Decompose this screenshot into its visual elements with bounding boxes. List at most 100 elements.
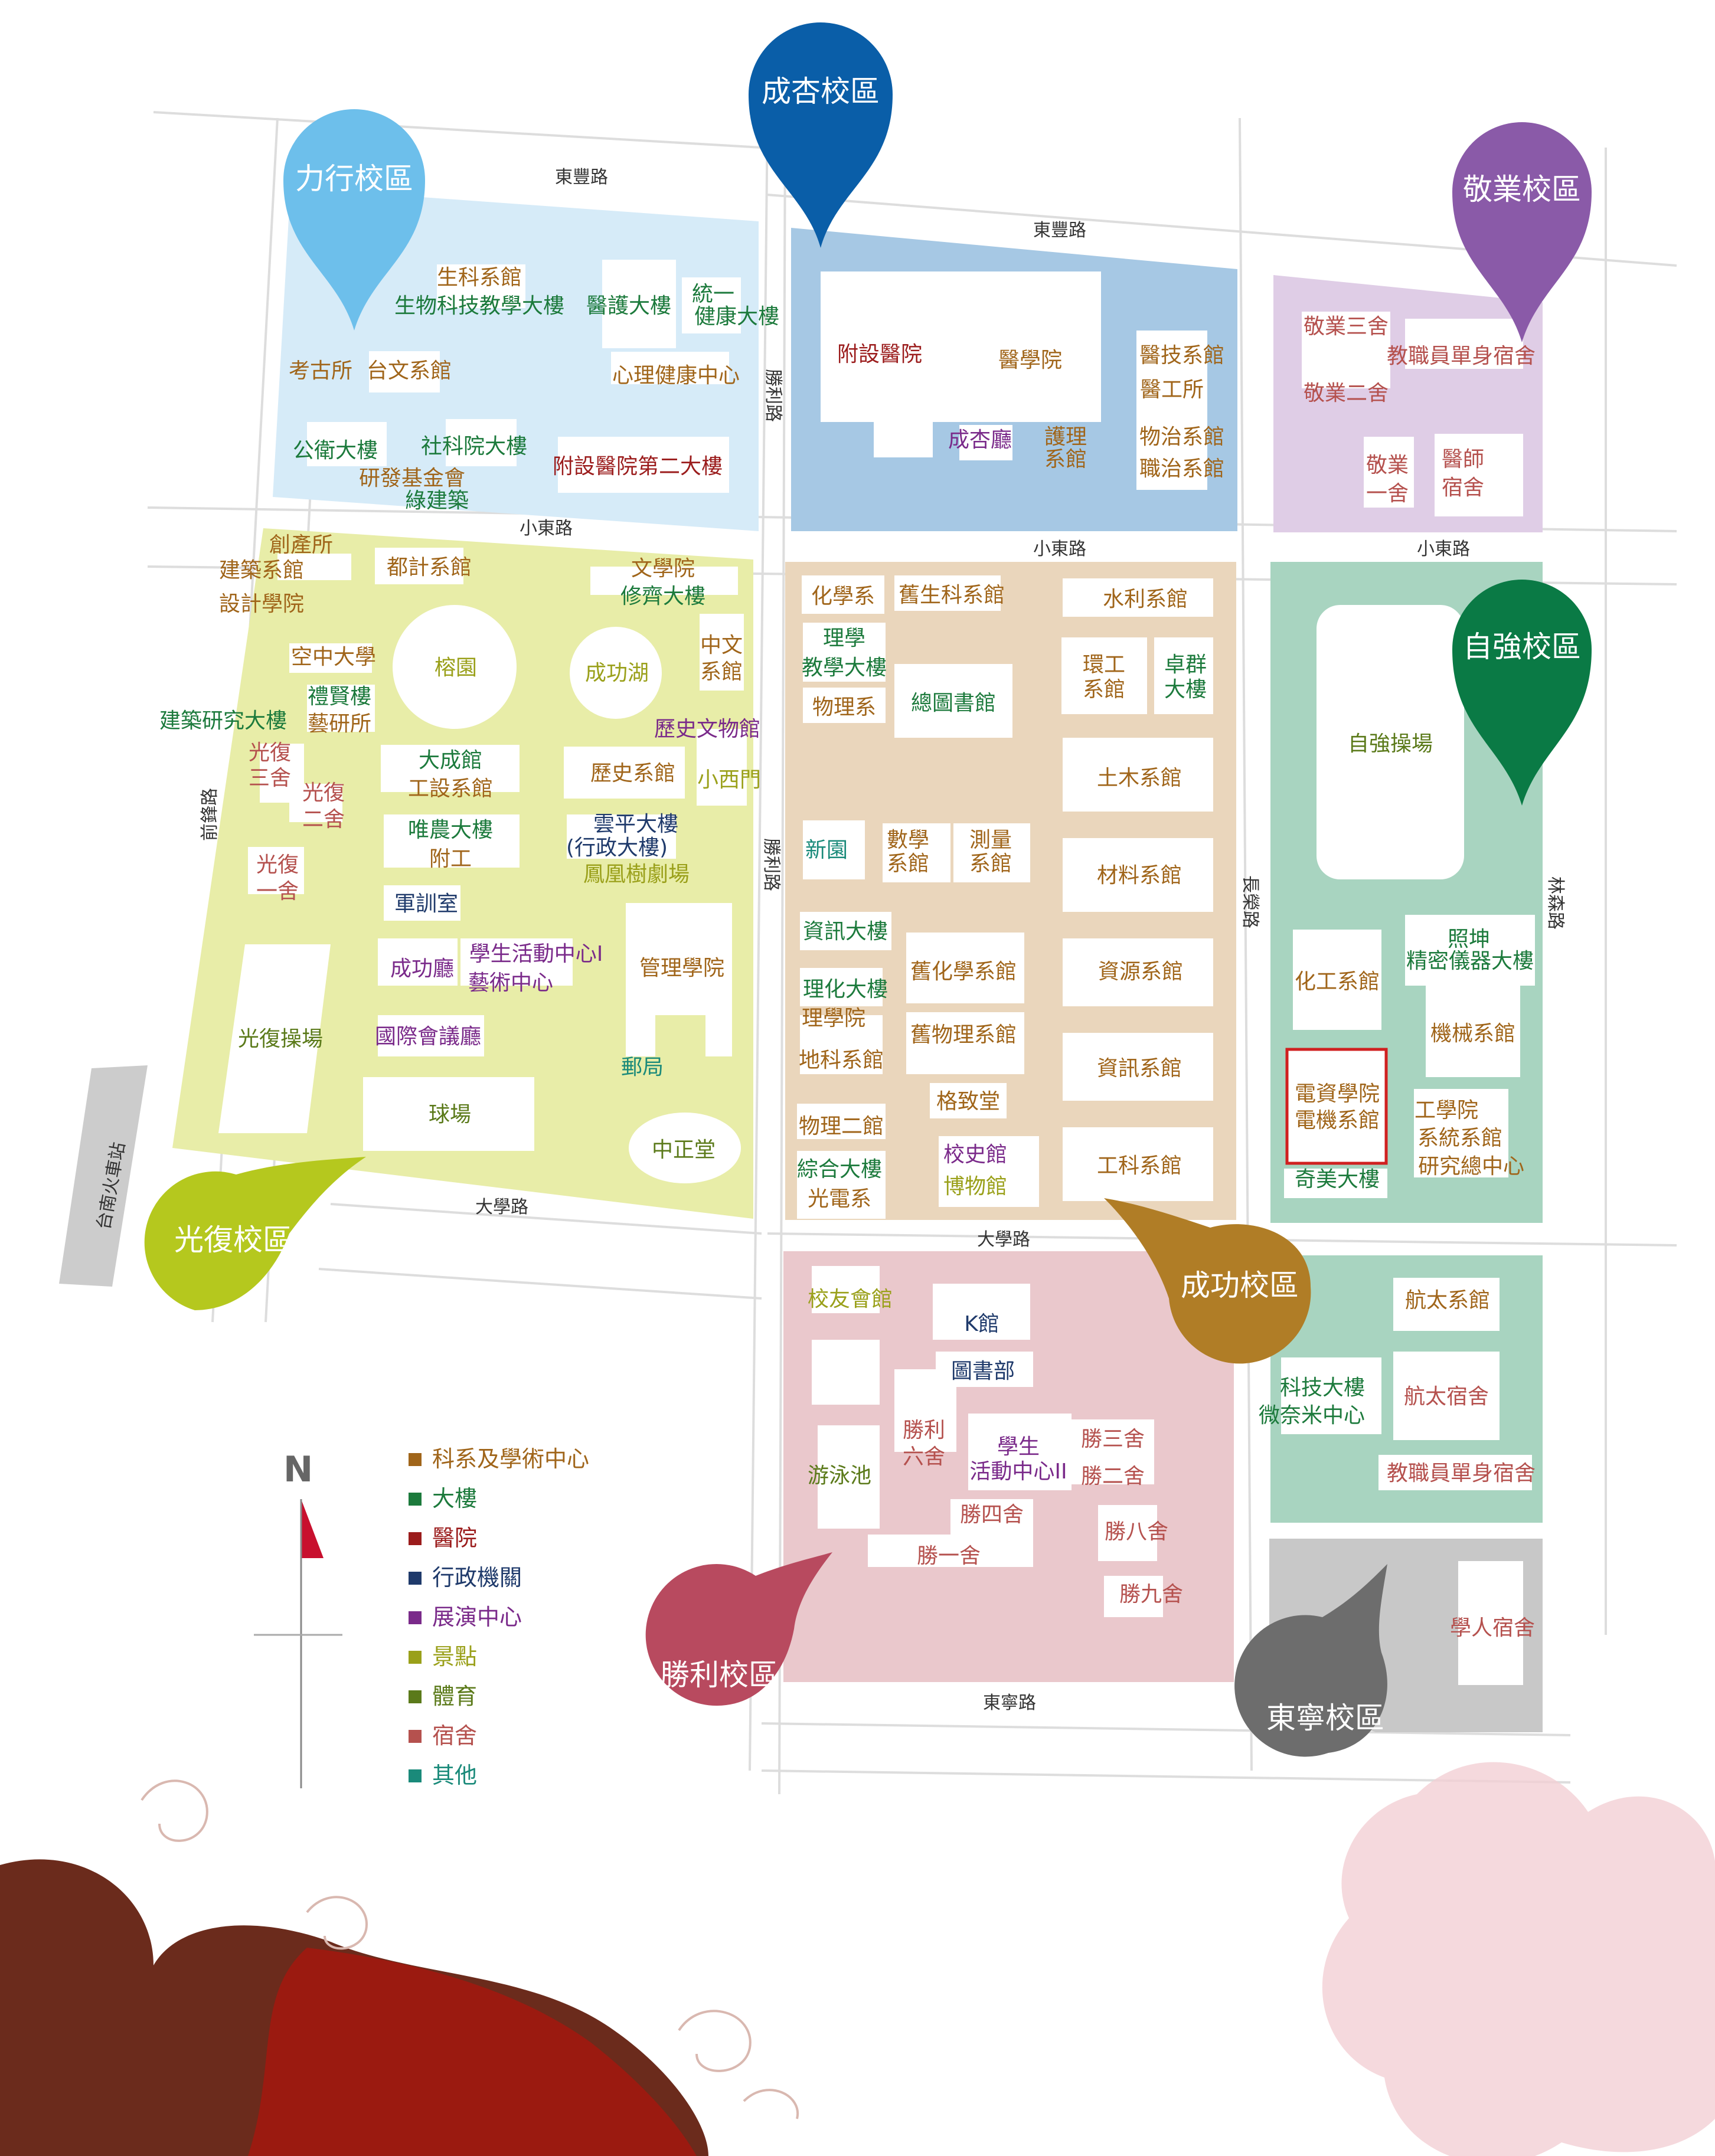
building-label[interactable]: 國際會議廳 bbox=[375, 1025, 481, 1049]
building-label[interactable]: 成功廳 bbox=[390, 957, 454, 981]
building-label[interactable]: 電機系館 bbox=[1295, 1108, 1380, 1133]
building-label[interactable]: 資源系館 bbox=[1098, 960, 1183, 984]
building-label[interactable]: 勝三舍 bbox=[1081, 1427, 1145, 1451]
building-label[interactable]: 敬業 bbox=[1366, 453, 1409, 477]
building-label[interactable]: 台文系館 bbox=[367, 359, 452, 383]
building-label[interactable]: 藝研所 bbox=[308, 712, 371, 736]
campus-pin-guangfu[interactable]: 光復校區 bbox=[144, 1157, 367, 1310]
building-label[interactable]: 禮賢樓 bbox=[308, 685, 371, 709]
building-label[interactable]: 成功湖 bbox=[585, 661, 649, 685]
building-label[interactable]: 勝一舍 bbox=[917, 1544, 981, 1568]
building-label[interactable]: 光復 bbox=[249, 741, 291, 765]
building-label[interactable]: 系館 bbox=[1044, 447, 1087, 472]
building-label[interactable]: 軍訓室 bbox=[394, 892, 458, 916]
building-label[interactable]: 理學 bbox=[823, 626, 865, 650]
building-label[interactable]: 中文 bbox=[700, 633, 743, 657]
building-label[interactable]: 勝八舍 bbox=[1105, 1520, 1168, 1544]
building-label[interactable]: 建築系館 bbox=[219, 558, 304, 583]
building-label[interactable]: 醫技系館 bbox=[1139, 343, 1224, 368]
building-label[interactable]: 工科系館 bbox=[1097, 1154, 1182, 1178]
building-label[interactable]: 機械系館 bbox=[1430, 1022, 1515, 1046]
building-label[interactable]: 附設醫院第二大樓 bbox=[553, 454, 723, 479]
building-label[interactable]: 系館 bbox=[969, 852, 1012, 876]
building-label[interactable]: 格致堂 bbox=[936, 1090, 1000, 1114]
building-label[interactable]: 科技大樓 bbox=[1280, 1376, 1365, 1400]
building-label[interactable]: 研究總中心 bbox=[1418, 1154, 1524, 1179]
building-label[interactable]: 環工 bbox=[1083, 653, 1125, 677]
building-label[interactable]: 舊物理系館 bbox=[910, 1023, 1017, 1047]
building-label[interactable]: 設計學院 bbox=[219, 592, 304, 616]
building-label[interactable]: 學生活動中心I bbox=[469, 942, 603, 966]
building-label[interactable]: 系館 bbox=[887, 852, 929, 876]
building-label[interactable]: 成杏廳 bbox=[948, 428, 1012, 452]
building-label[interactable]: 水利系館 bbox=[1103, 587, 1188, 611]
building-label[interactable]: 精密儀器大樓 bbox=[1406, 949, 1534, 973]
building-label[interactable]: 歷史系館 bbox=[590, 761, 675, 786]
building-label[interactable]: 理化大樓 bbox=[803, 977, 888, 1002]
building-label[interactable]: 教學大樓 bbox=[802, 656, 887, 680]
building-label[interactable]: 總圖書館 bbox=[911, 691, 996, 715]
campus-pin-lixing[interactable]: 力行校區 bbox=[283, 109, 425, 331]
building-label[interactable]: 敬業三舍 bbox=[1304, 315, 1389, 339]
building-label[interactable]: 生科系館 bbox=[437, 266, 522, 290]
building-label[interactable]: 圖書部 bbox=[951, 1359, 1015, 1383]
building-label[interactable]: (行政大樓) bbox=[566, 836, 668, 860]
campus-pin-shengli[interactable]: 勝利校區 bbox=[645, 1552, 832, 1706]
building-label[interactable]: 都計系館 bbox=[387, 555, 472, 580]
building-label[interactable]: 理學院 bbox=[802, 1006, 865, 1030]
building-label[interactable]: 數學 bbox=[887, 828, 929, 852]
building-label[interactable]: 系館 bbox=[700, 660, 743, 684]
building-label[interactable]: 奇美大樓 bbox=[1295, 1167, 1380, 1192]
building-label[interactable]: 生物科技教學大樓 bbox=[394, 294, 564, 318]
building-label[interactable]: 化學系 bbox=[811, 584, 875, 608]
building-label[interactable]: 社科院大樓 bbox=[421, 434, 527, 459]
building-label[interactable]: 勝九舍 bbox=[1119, 1582, 1183, 1607]
building-label[interactable]: 光復操場 bbox=[238, 1027, 323, 1051]
campus-pin-chengxing[interactable]: 成杏校區 bbox=[749, 22, 893, 248]
building-label[interactable]: 校友會館 bbox=[808, 1287, 893, 1311]
building-label[interactable]: 新園 bbox=[805, 838, 848, 862]
building-label[interactable]: 地科系館 bbox=[799, 1048, 884, 1072]
building-label[interactable]: 光復 bbox=[256, 853, 299, 877]
building-label[interactable]: 校史館 bbox=[943, 1143, 1007, 1167]
building-label[interactable]: 資訊大樓 bbox=[803, 920, 888, 944]
building-label[interactable]: 系統系館 bbox=[1417, 1126, 1502, 1150]
building-label[interactable]: 三舍 bbox=[249, 766, 291, 790]
campus-pin-dongning[interactable]: 東寧校區 bbox=[1234, 1564, 1387, 1757]
building-label[interactable]: 雲平大樓 bbox=[593, 812, 678, 836]
building-label[interactable]: 宿舍 bbox=[1442, 476, 1484, 500]
building-label[interactable]: 工設系館 bbox=[408, 777, 493, 801]
building-label[interactable]: 光電系 bbox=[808, 1187, 871, 1211]
building-label[interactable]: 勝四舍 bbox=[960, 1503, 1024, 1527]
building-label[interactable]: 文學院 bbox=[631, 557, 695, 581]
building-label[interactable]: 教職員單身宿舍 bbox=[1387, 1461, 1536, 1486]
building-label[interactable]: 小西門 bbox=[697, 768, 761, 792]
building-label[interactable]: 勝利 bbox=[903, 1418, 945, 1442]
building-label[interactable]: 職治系館 bbox=[1139, 457, 1224, 481]
building-label[interactable]: 材料系館 bbox=[1097, 863, 1182, 888]
building-label[interactable]: 榕園 bbox=[435, 656, 477, 680]
building-label[interactable]: 統一 bbox=[692, 282, 734, 306]
building-label[interactable]: 微奈米中心 bbox=[1259, 1403, 1365, 1428]
building-label[interactable]: 中正堂 bbox=[652, 1138, 716, 1162]
building-label[interactable]: 系館 bbox=[1083, 678, 1125, 702]
building-label[interactable]: 一舍 bbox=[256, 879, 299, 904]
building-label[interactable]: 工學院 bbox=[1415, 1098, 1478, 1123]
building-label[interactable]: 資訊系館 bbox=[1097, 1056, 1182, 1081]
building-label[interactable]: 醫學院 bbox=[998, 348, 1062, 372]
building-label[interactable]: 物理二館 bbox=[799, 1114, 884, 1138]
building-label[interactable]: 修齊大樓 bbox=[620, 584, 705, 608]
building-label[interactable]: 博物館 bbox=[943, 1174, 1007, 1199]
building-label[interactable]: K館 bbox=[964, 1312, 999, 1336]
building-label[interactable]: 自強操場 bbox=[1348, 732, 1433, 756]
building-label[interactable]: 醫師 bbox=[1442, 447, 1484, 472]
building-label[interactable]: 大樓 bbox=[1164, 678, 1207, 702]
building-label[interactable]: 勝二舍 bbox=[1081, 1464, 1145, 1488]
building-label[interactable]: 卓群 bbox=[1164, 653, 1207, 677]
building-label[interactable]: 游泳池 bbox=[808, 1464, 871, 1488]
building-label[interactable]: 測量 bbox=[969, 828, 1012, 852]
building-label[interactable]: 綜合大樓 bbox=[797, 1157, 882, 1182]
building-label[interactable]: 歷史文物館 bbox=[654, 717, 760, 741]
building-label[interactable]: 航太宿舍 bbox=[1404, 1385, 1489, 1409]
building-label[interactable]: 郵局 bbox=[621, 1055, 664, 1079]
